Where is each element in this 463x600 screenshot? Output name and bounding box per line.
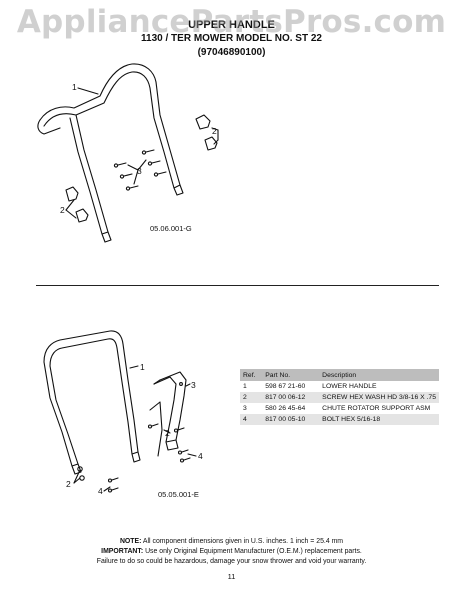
lower-handle-diagram: 1 3 2 4 2 4 — [43, 330, 203, 496]
callout-2-bottom-right: 2 — [165, 428, 170, 438]
note-label: NOTE: — [119, 538, 142, 545]
cell-description: SCREW HEX WASH HD 3/8-16 X .75 — [319, 392, 439, 403]
callout-2-top-right: 2 — [212, 126, 217, 136]
cell-description: LOWER HANDLE — [322, 383, 377, 390]
table-row: 1 598 67 21-60 LOWER HANDLE — [240, 381, 439, 392]
part-code: (97046890100) — [197, 47, 266, 58]
col-description: Description — [319, 369, 439, 381]
table-row: 3 580 26 45-64 CHUTE ROTATOR SUPPORT ASM — [240, 403, 439, 414]
page-number: 11 — [227, 572, 236, 581]
note-text: All component dimensions given in U.S. i… — [142, 538, 344, 545]
col-part-no: Part No. — [262, 369, 320, 381]
col-ref: Ref. — [240, 369, 263, 381]
warning-line: Failure to do so could be hazardous, dam… — [96, 558, 367, 565]
page-title: UPPER HANDLE — [188, 19, 275, 31]
cell-ref: 1 — [243, 383, 247, 390]
callout-3-bottom: 3 — [191, 380, 196, 390]
callout-1-top: 1 — [72, 82, 77, 92]
parts-table-header: Ref. Part No. Description — [240, 369, 439, 381]
figure-code-bottom: 05.05.001-E — [158, 490, 199, 499]
callout-2-top-left: 2 — [60, 205, 65, 215]
watermark: AppliancePartsPros.com — [16, 4, 447, 40]
cell-ref: 4 — [240, 414, 263, 425]
cell-part-no: 580 26 45-64 — [265, 405, 306, 412]
table-row: 4 817 00 05-10 BOLT HEX 5/16-18 — [240, 414, 439, 425]
cell-description: CHUTE ROTATOR SUPPORT ASM — [322, 405, 431, 412]
callout-4-bottom-right: 4 — [198, 451, 203, 461]
note-line: NOTE: All component dimensions given in … — [0, 537, 463, 547]
important-label: IMPORTANT: — [101, 548, 144, 555]
cell-part-no: 817 00 06-12 — [262, 392, 320, 403]
section-divider — [36, 285, 439, 286]
parts-table: Ref. Part No. Description 1 598 67 21-60… — [240, 369, 439, 425]
callout-4-bottom-left: 4 — [98, 486, 103, 496]
model-line: 1130 / TER MOWER MODEL NO. ST 22 — [141, 33, 322, 44]
callout-1-bottom: 1 — [140, 362, 145, 372]
table-row: 2 817 00 06-12 SCREW HEX WASH HD 3/8-16 … — [240, 392, 439, 403]
figure-code-top: 05.06.001-G — [150, 224, 192, 233]
upper-handle-diagram: 1 2 3 2 — [37, 63, 219, 243]
cell-description: BOLT HEX 5/16-18 — [319, 414, 439, 425]
important-text: Use only Original Equipment Manufacturer… — [145, 548, 362, 555]
upper-handle-tube — [39, 63, 181, 186]
important-line: IMPORTANT: Use only Original Equipment M… — [0, 547, 463, 557]
cell-part-no: 598 67 21-60 — [265, 383, 306, 390]
cell-ref: 3 — [243, 405, 247, 412]
screw-group — [113, 149, 167, 191]
cell-part-no: 817 00 05-10 — [262, 414, 320, 425]
callout-2-bottom-left: 2 — [66, 479, 71, 489]
callout-3-top: 3 — [137, 166, 142, 176]
cell-ref: 2 — [240, 392, 263, 403]
